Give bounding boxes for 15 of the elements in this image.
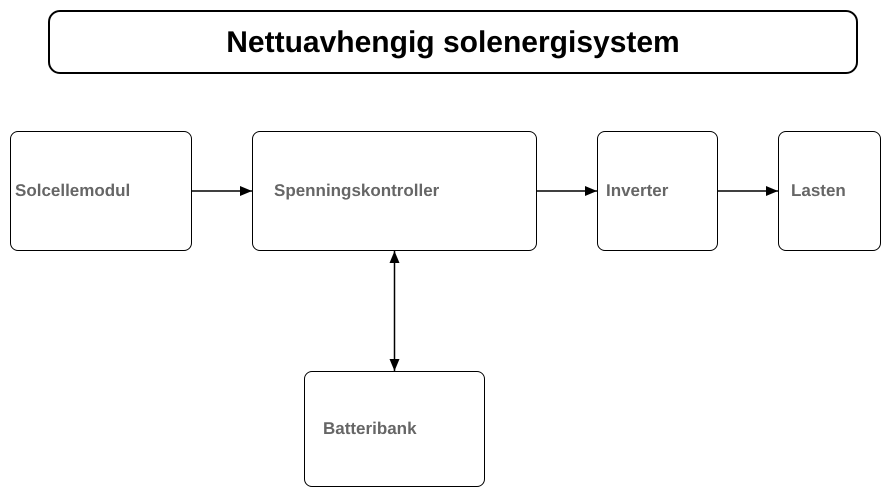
- box-label: Solcellemodul: [15, 180, 132, 202]
- box-label: Lasten: [791, 180, 847, 202]
- arrow: [192, 186, 252, 196]
- box-label: Spenningskontroller: [274, 180, 440, 202]
- process-box: [304, 371, 485, 487]
- box-label: Inverter: [606, 180, 670, 202]
- title-banner: Nettuavhengig solenergisystem: [48, 10, 858, 74]
- process-box: [252, 131, 537, 251]
- process-box: [778, 131, 881, 251]
- arrow: [390, 251, 400, 371]
- process-box: [10, 131, 192, 251]
- arrow: [537, 186, 597, 196]
- arrow: [718, 186, 778, 196]
- process-box: [597, 131, 718, 251]
- box-label: Batteribank: [323, 418, 418, 440]
